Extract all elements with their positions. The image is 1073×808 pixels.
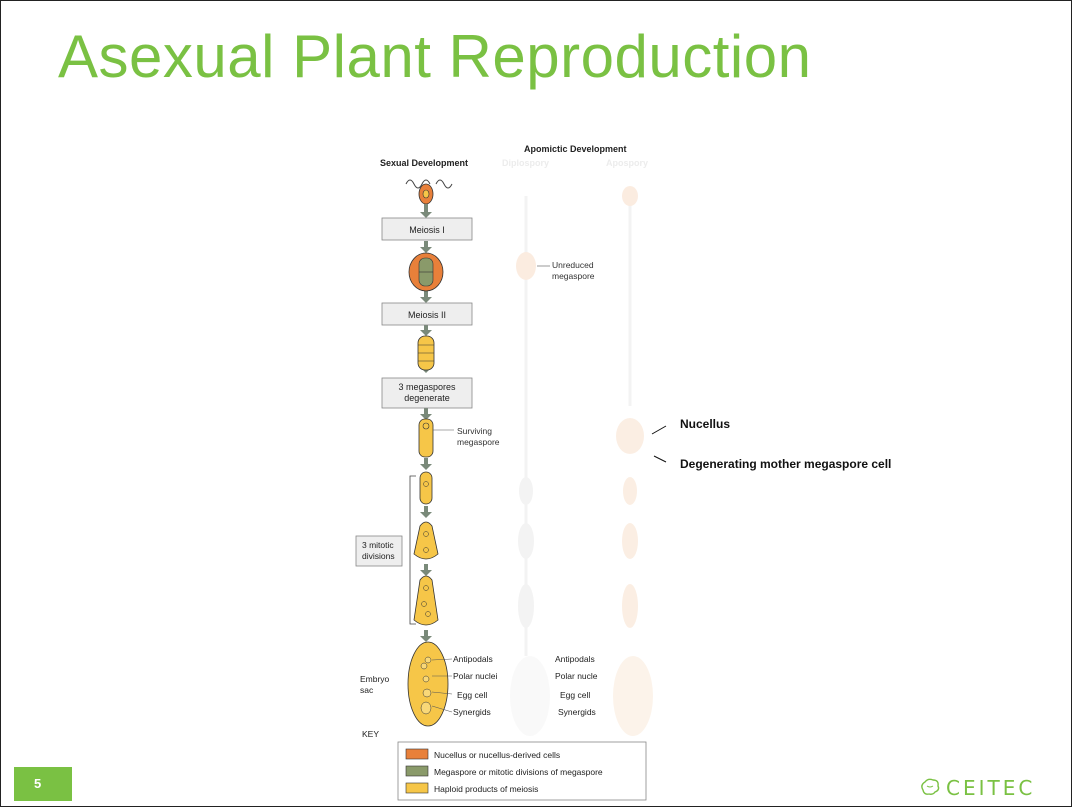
degenerating-annotation: Degenerating mother megaspore cell [680,457,891,471]
unreduced-label-2: megaspore [552,271,595,281]
synergids-label-2: Synergids [558,707,596,717]
brain-icon [918,776,942,800]
apospory-header: Apospory [606,158,648,168]
key-swatch-megaspore [406,766,428,776]
mitotic-label-1: 3 mitotic [362,540,394,550]
mitotic-cell-3 [414,576,438,625]
key-title: KEY [362,729,379,739]
synergids-label: Synergids [453,707,491,717]
slide-title: Asexual Plant Reproduction [58,22,811,91]
key-swatch-haploid [406,783,428,793]
degenerate-label-1: 3 megaspores [398,382,456,392]
page-number: 5 [14,767,72,801]
diplospory-header: Diplospory [502,158,549,168]
annotation-lines [650,420,680,470]
polar-nuclei-label: Polar nuclei [453,671,498,681]
apospory-column-faded [613,186,653,736]
apomictic-header: Apomictic Development [524,144,627,154]
antipodals-label: Antipodals [453,654,493,664]
embryo-label-2: sac [360,685,374,695]
key-label-nucellus: Nucellus or nucellus-derived cells [434,750,560,760]
sexual-header: Sexual Development [380,158,468,168]
key-label-haploid: Haploid products of meiosis [434,784,538,794]
logo-text: CEITEC [946,776,1035,800]
degenerate-label-2: degenerate [404,393,450,403]
meiosis-2-label: Meiosis II [408,310,446,320]
development-diagram: Apomictic Development Sexual Development… [340,136,670,804]
surviving-megaspore-cell [419,419,433,457]
mitotic-cell-2 [414,522,438,559]
diplospory-column-faded [510,196,550,736]
unreduced-label-1: Unreduced [552,260,594,270]
egg-cell-label-2: Egg cell [560,690,590,700]
mitotic-cell-1 [420,472,432,504]
antipodals-label-2: Antipodals [555,654,595,664]
ceitec-logo: CEITEC [918,776,1046,800]
surviving-label-1: Surviving [457,426,492,436]
polar-nuclei-label-2: Polar nucle [555,671,598,681]
key-label-megaspore: Megaspore or mitotic divisions of megasp… [434,767,603,777]
meiosis-1-label: Meiosis I [409,225,445,235]
key-swatch-nucellus [406,749,428,759]
surviving-label-2: megaspore [457,437,500,447]
nucellus-annotation: Nucellus [680,417,730,431]
mitotic-label-2: divisions [362,551,395,561]
embryo-label-1: Embryo [360,674,390,684]
egg-cell-label: Egg cell [457,690,487,700]
